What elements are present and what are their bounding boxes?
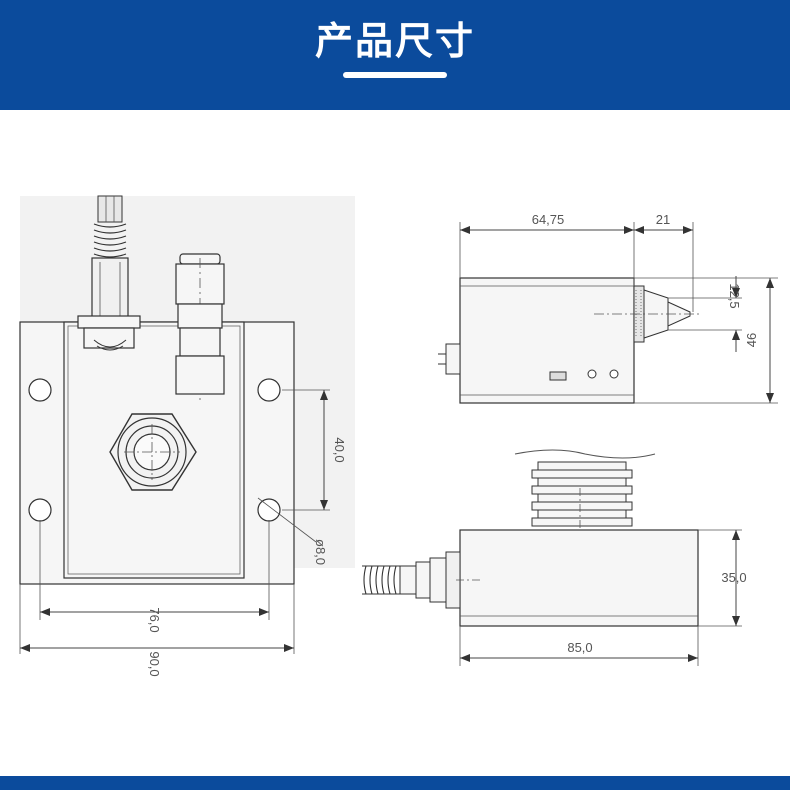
title-underline [343, 72, 447, 78]
dim-label-90: 90,0 [147, 651, 162, 676]
dim-top-lengths: 64,75 21 [459, 212, 694, 312]
mounting-hole-top-left [28, 378, 52, 402]
dim-label-40: 40,0 [332, 437, 347, 462]
dim-label-12-5: 12,5 [727, 283, 742, 308]
header-banner: 产品尺寸 [0, 0, 790, 110]
top-view-switch [549, 371, 567, 381]
side-view-body [459, 529, 699, 627]
mounting-hole-bottom-left [28, 498, 52, 522]
dim-label-diameter: ø8,0 [313, 539, 328, 565]
mounting-hole-top-right [257, 378, 281, 402]
top-view-side-connector [445, 343, 461, 375]
front-view: 40,0 ø8,0 76,0 90,0 [19, 195, 355, 677]
top-view-nozzle [594, 285, 700, 343]
dim-label-35: 35,0 [721, 570, 746, 585]
dim-label-64-75: 64,75 [532, 212, 565, 227]
mounting-hole-bottom-right [257, 498, 281, 522]
top-view: 64,75 21 12,5 46 [438, 212, 778, 404]
cable [77, 195, 141, 351]
dim-side: 35,0 85,0 [459, 529, 747, 666]
center-port [109, 413, 197, 491]
dim-label-76: 76,0 [147, 607, 162, 632]
dim-label-21: 21 [656, 212, 670, 227]
page-title: 产品尺寸 [314, 19, 475, 63]
dim-horizontal: 76,0 90,0 [19, 520, 295, 677]
footer-bar [0, 776, 790, 790]
dim-label-46: 46 [744, 333, 759, 347]
side-view: 35,0 85,0 [362, 449, 747, 666]
dim-label-85: 85,0 [567, 640, 592, 655]
dim-hole-diameter: ø8,0 [257, 497, 328, 565]
side-view-connector [362, 551, 480, 609]
top-view-led-1 [587, 369, 597, 379]
dim-top-right: 12,5 46 [634, 276, 778, 404]
side-view-bellows [514, 449, 656, 540]
dim-hole-spacing-vertical: 40,0 [282, 389, 347, 511]
top-view-body [459, 277, 635, 404]
air-fitting [175, 253, 225, 400]
top-view-led-2 [609, 369, 619, 379]
